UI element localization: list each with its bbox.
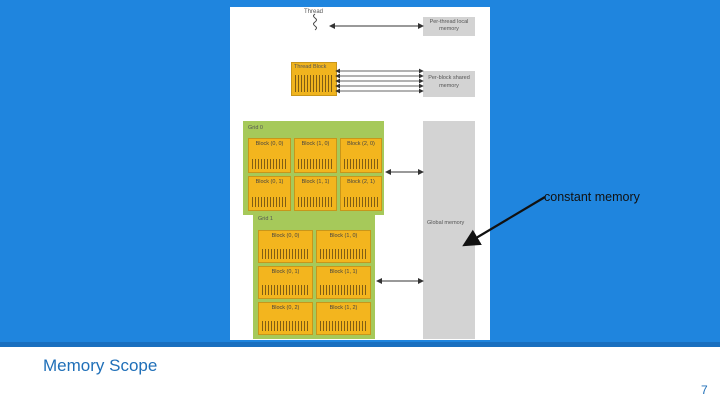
block-threads bbox=[262, 321, 309, 331]
grid-1-block: Block (0, 1) bbox=[258, 266, 313, 299]
block-threads bbox=[344, 159, 378, 169]
block-label: Block (1, 0) bbox=[329, 233, 358, 239]
grid-0: Grid 0 Block (0, 0) Block (1, 0) Block (… bbox=[243, 121, 384, 215]
block-threads bbox=[320, 321, 367, 331]
constant-memory-annotation: constant memory bbox=[544, 190, 640, 204]
block-threads bbox=[344, 197, 378, 207]
thread-block-label: Thread Block bbox=[294, 64, 327, 70]
grid-1-block: Block (1, 2) bbox=[316, 302, 371, 335]
grid-1-block: Block (1, 0) bbox=[316, 230, 371, 263]
grid-1-block: Block (0, 0) bbox=[258, 230, 313, 263]
grid-1-block: Block (1, 1) bbox=[316, 266, 371, 299]
block-label: Block (2, 1) bbox=[347, 179, 375, 185]
thread-label: Thread bbox=[304, 9, 324, 15]
grid-0-block: Block (0, 1) bbox=[248, 176, 291, 211]
grid-0-block: Block (2, 1) bbox=[340, 176, 382, 211]
global-memory-label: Global memory bbox=[427, 220, 465, 226]
per-thread-local-memory-box: Per-thread local memory bbox=[423, 17, 475, 36]
block-label: Block (2, 0) bbox=[347, 141, 375, 147]
grid-0-block: Block (1, 1) bbox=[294, 176, 337, 211]
block-label: Block (0, 1) bbox=[271, 269, 300, 275]
block-label: Block (1, 1) bbox=[301, 179, 330, 185]
constant-memory-pointer-arrow bbox=[462, 196, 546, 247]
thread-block-threads bbox=[295, 75, 333, 92]
thread-squiggle-icon bbox=[313, 13, 317, 31]
slide-divider bbox=[0, 342, 720, 347]
per-thread-local-memory-label: Per-thread local memory bbox=[429, 19, 469, 32]
grid-0-label: Grid 0 bbox=[248, 125, 263, 131]
grid-1-label: Grid 1 bbox=[258, 216, 273, 222]
per-block-shared-memory-box: Per-block shared memory bbox=[423, 71, 475, 97]
block-threads bbox=[252, 197, 287, 207]
grid-0-block: Block (1, 0) bbox=[294, 138, 337, 173]
block-threads bbox=[262, 285, 309, 295]
per-block-shared-memory-label: Per-block shared memory bbox=[428, 75, 470, 89]
grid-1: Grid 1 Block (0, 0) Block (1, 0) Block (… bbox=[253, 213, 375, 339]
block-label: Block (1, 0) bbox=[301, 141, 330, 147]
block-label: Block (1, 1) bbox=[329, 269, 358, 275]
block-threads bbox=[252, 159, 287, 169]
block-threads bbox=[262, 249, 309, 259]
block-threads bbox=[320, 285, 367, 295]
block-label: Block (1, 2) bbox=[329, 305, 358, 311]
memory-diagram: Thread Per-thread local memory Thread Bl… bbox=[230, 7, 490, 340]
grid-1-block: Block (0, 2) bbox=[258, 302, 313, 335]
block-label: Block (0, 1) bbox=[255, 179, 284, 185]
block-label: Block (0, 0) bbox=[255, 141, 284, 147]
block-label: Block (0, 2) bbox=[271, 305, 300, 311]
grid-0-block: Block (2, 0) bbox=[340, 138, 382, 173]
page-number: 7 bbox=[701, 383, 708, 397]
block-threads bbox=[298, 159, 333, 169]
slide-title: Memory Scope bbox=[43, 356, 158, 375]
grid-0-block: Block (0, 0) bbox=[248, 138, 291, 173]
block-threads bbox=[298, 197, 333, 207]
block-label: Block (0, 0) bbox=[271, 233, 300, 239]
block-threads bbox=[320, 249, 367, 259]
